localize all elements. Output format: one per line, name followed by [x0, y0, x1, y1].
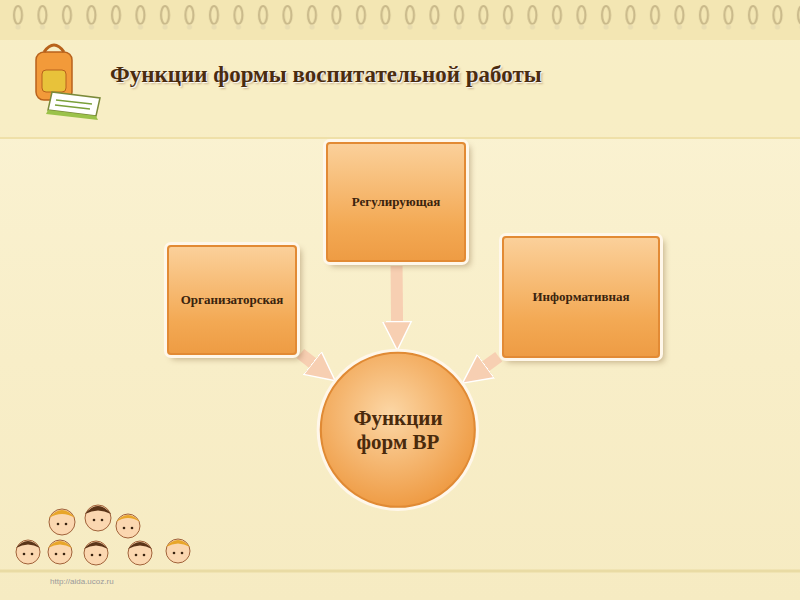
rule	[0, 570, 800, 573]
function-box: Регулирующая	[326, 142, 466, 262]
block-arrow	[300, 354, 312, 363]
box-label: Информативная	[525, 289, 638, 305]
box-label: Организаторская	[173, 292, 292, 308]
block-arrow	[391, 266, 403, 321]
top-band	[0, 0, 800, 40]
circle-label: Функции форм ВР	[315, 406, 481, 454]
spiral-rings	[0, 0, 800, 34]
children-illustration	[16, 505, 190, 565]
function-box: Информативная	[502, 236, 660, 358]
slide-title: Функции формы воспитательной работы	[110, 62, 542, 88]
watermark: http://aida.ucoz.ru	[50, 577, 114, 586]
backpack-icon	[36, 45, 100, 120]
header-band	[0, 40, 800, 138]
box-label: Регулирующая	[344, 194, 448, 210]
rule	[0, 137, 800, 139]
block-arrow	[486, 357, 499, 366]
function-box: Организаторская	[167, 245, 298, 355]
center-circle: Функции форм ВР	[315, 347, 481, 513]
